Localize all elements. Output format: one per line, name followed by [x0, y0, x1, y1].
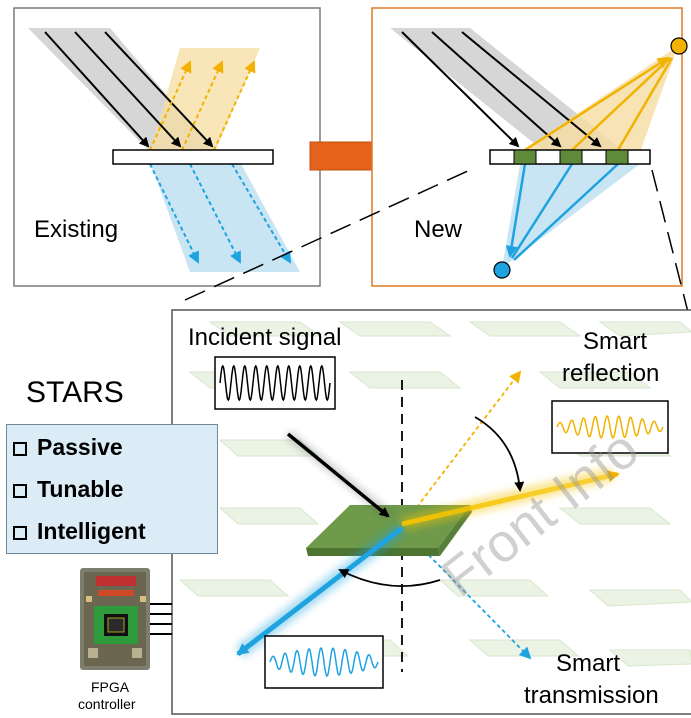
existing-panel: [13, 7, 321, 287]
feature-item: Passive: [13, 436, 123, 459]
feature-item: Intelligent: [13, 520, 146, 543]
transmission-label-line1: Smart: [556, 650, 621, 677]
transmission-label-line2: transmission: [524, 682, 659, 709]
new-panel: [371, 7, 688, 287]
feature-list: Passive Tunable Intelligent: [6, 424, 218, 554]
reflection-waveform: [551, 400, 669, 454]
checkbox-icon: [13, 484, 27, 498]
feature-label: Passive: [37, 434, 123, 460]
fpga-label-line2: controller: [78, 696, 136, 712]
reflection-label-line1: Smart: [583, 328, 648, 355]
stars-panel: [171, 309, 691, 715]
incident-signal-label: Incident signal: [188, 324, 342, 351]
existing-label: Existing: [34, 216, 119, 243]
receiver-transmit-icon: [493, 261, 511, 279]
feature-item: Tunable: [13, 478, 123, 501]
feature-label: Tunable: [37, 476, 124, 502]
new-surface: [489, 149, 651, 165]
fpga-label-line1: FPGA: [91, 679, 130, 695]
reflection-label-line2: reflection: [562, 360, 660, 387]
new-label: New: [414, 216, 463, 243]
checkbox-icon: [13, 526, 27, 540]
checkbox-icon: [13, 442, 27, 456]
feature-label: Intelligent: [37, 518, 146, 544]
receiver-reflect-icon: [670, 37, 688, 55]
incident-waveform: [214, 356, 336, 410]
stars-label: STARS: [26, 376, 124, 409]
fpga-chip-icon: [80, 568, 172, 670]
existing-surface: [112, 149, 274, 165]
transmission-waveform: [264, 635, 384, 689]
